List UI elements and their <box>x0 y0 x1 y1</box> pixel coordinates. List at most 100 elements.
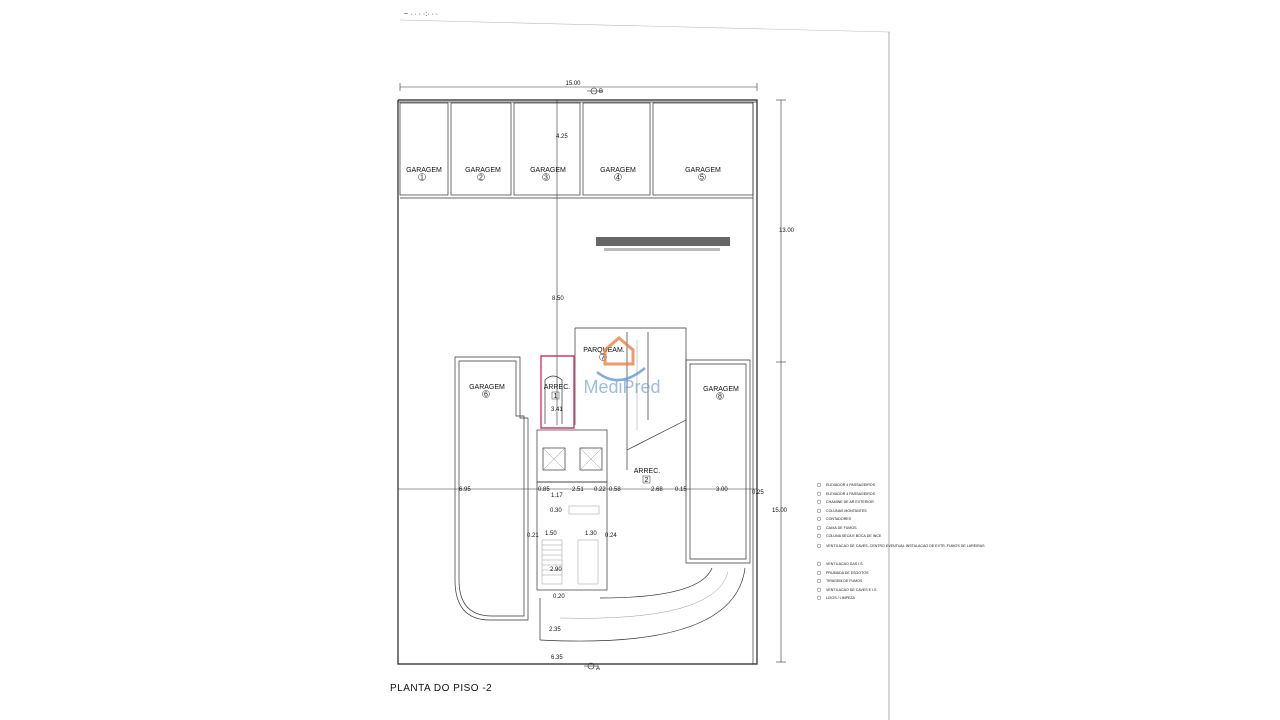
legend-marker <box>817 516 822 521</box>
legend-item: LIXOS / LIMPEZA <box>826 596 856 600</box>
legend: ELEVADOR 4 PASSAGEIROS ELEVADOR 4 PASSAGE… <box>817 482 985 600</box>
legend-item: VENTILACAO DE CAVES E I.S. <box>826 588 877 592</box>
dim-right-lower: 15.00 <box>772 508 788 514</box>
legend-item: VENTILACAO DAS I.S. <box>826 562 864 566</box>
legend-marker <box>817 595 822 600</box>
legend-marker <box>817 491 822 496</box>
plan-title: PLANTA DO PISO -2 <box>390 683 492 694</box>
legend-item: COLUNAS MONTANTES <box>826 509 867 513</box>
watermark-text: MediPred <box>583 377 660 397</box>
dim-right-upper: 13.00 <box>779 228 795 234</box>
legend-item: TIRAGEM DE FUMOS <box>826 579 863 583</box>
dim-2-51: 2.51 <box>572 487 584 493</box>
legend-item: VENTILACAO DE CAVES, CENTRO EVENTUAL INS… <box>826 544 985 548</box>
dim-1-17: 1.17 <box>551 493 563 499</box>
dim-2-90: 2.90 <box>550 567 562 573</box>
garage-1-num: 1 <box>420 175 424 182</box>
mid-dimension-line: 6.95 0.85 1.17 2.51 0.22 0.58 2.68 0.15 … <box>398 487 764 499</box>
core-dimensions: 0.30 0.21 1.50 1.30 0.24 2.90 0.20 2.35 … <box>527 508 617 661</box>
garage-3: GARAGEM 3 <box>530 167 566 182</box>
garage-4: GARAGEM 4 <box>600 167 636 182</box>
right-dimension: 13.00 15.00 <box>772 99 795 663</box>
legend-marker <box>817 561 822 566</box>
parking-area-7: PARQUEAM. 7 <box>574 327 687 480</box>
dim-6-95: 6.95 <box>459 487 471 493</box>
dim-0-20: 0.20 <box>553 594 565 600</box>
legend-marker <box>817 578 822 583</box>
garage-3-label: GARAGEM <box>530 167 566 174</box>
dim-1-50: 1.50 <box>545 531 557 537</box>
legend-marker <box>817 543 822 548</box>
dim-bottom: 6.35 <box>551 655 563 661</box>
dim-8-50: 8.50 <box>552 296 564 302</box>
garage-8: GARAGEM 8 <box>685 359 751 564</box>
garage-5-num: 5 <box>700 175 704 182</box>
redacted-text <box>596 237 730 251</box>
dim-3-00: 3.00 <box>716 487 728 493</box>
garage-3-num: 3 <box>544 175 548 182</box>
dim-0-25: 0.25 <box>752 490 764 496</box>
legend-item: CHAMINE DE AR EXTERIOR <box>826 500 874 504</box>
garage-8-num: 8 <box>718 394 722 401</box>
parking-num: 7 <box>601 355 605 362</box>
legend-item: ELEVADOR 4 PASSAGEIROS <box>826 492 876 496</box>
garage-2-label: GARAGEM <box>465 167 501 174</box>
garage-1-label: GARAGEM <box>406 167 442 174</box>
garage-6: GARAGEM 6 <box>454 356 529 621</box>
legend-marker <box>817 508 822 513</box>
top-dimension: 15.00 <box>399 81 758 91</box>
legend-item: PRUMADA DE ESGOTOS <box>826 571 869 575</box>
garage-8-label: GARAGEM <box>703 386 739 393</box>
dim-0-22: 0.22 <box>594 487 606 493</box>
section-marker-a: A <box>584 662 600 672</box>
dim-2-35: 2.35 <box>549 627 561 633</box>
garage-1: GARAGEM 1 <box>406 167 442 182</box>
dim-0-21: 0.21 <box>527 533 539 539</box>
dim-0-15: 0.15 <box>675 487 687 493</box>
legend-item: ELEVADOR 4 PASSAGEIROS <box>826 483 876 487</box>
storage-2-num: 2 <box>645 477 649 484</box>
storage-1: ARREC. 1 3.41 <box>540 355 575 429</box>
legend-marker <box>817 482 822 487</box>
legend-item: CAIXA DE FUMOS <box>826 526 857 530</box>
section-a-label: A <box>596 666 600 672</box>
garage-6-num: 6 <box>484 392 488 399</box>
legend-marker <box>817 587 822 592</box>
garage-2: GARAGEM 2 <box>465 167 501 182</box>
watermark-logo: MediPred <box>583 336 661 397</box>
garage-4-label: GARAGEM <box>600 167 636 174</box>
legend-marker <box>817 499 822 504</box>
garage-4-num: 4 <box>616 175 620 182</box>
dim-4-25: 4.25 <box>556 134 568 140</box>
garage-row-top <box>399 102 754 199</box>
garage-5: GARAGEM 5 <box>685 167 721 182</box>
svg-text:~ · · · ·:· · ·: ~ · · · ·:· · · <box>404 11 438 18</box>
dim-0-24: 0.24 <box>605 533 617 539</box>
legend-marker <box>817 533 822 538</box>
dim-0-58: 0.58 <box>609 487 621 493</box>
storage-1-label: ARREC. <box>544 384 571 391</box>
dim-top-width: 15.00 <box>565 81 581 87</box>
garage-6-label: GARAGEM <box>469 384 505 391</box>
legend-marker <box>817 570 822 575</box>
storage-2-label: ARREC. <box>634 468 661 475</box>
garage-2-num: 2 <box>479 175 483 182</box>
dim-0-30: 0.30 <box>550 508 562 514</box>
center-axis: 4.25 8.50 <box>552 100 568 425</box>
dim-1-30: 1.30 <box>585 531 597 537</box>
dim-2-68: 2.68 <box>651 487 663 493</box>
outer-walls <box>397 99 758 665</box>
core-block <box>536 429 608 591</box>
dim-3-41: 3.41 <box>551 407 563 413</box>
scan-artifacts: ~ · · · ·:· · · <box>399 11 891 33</box>
legend-item: CONTADORES <box>826 517 852 521</box>
legend-item: COLUNA SECA E BOCA DE INCE <box>826 534 882 538</box>
legend-marker <box>817 525 822 530</box>
garage-5-label: GARAGEM <box>685 167 721 174</box>
ramp <box>539 567 746 642</box>
storage-2: ARREC. 2 <box>626 419 687 484</box>
section-b-label: B <box>599 89 603 95</box>
section-marker-b: B <box>587 87 603 95</box>
dim-0-85: 0.85 <box>538 487 550 493</box>
